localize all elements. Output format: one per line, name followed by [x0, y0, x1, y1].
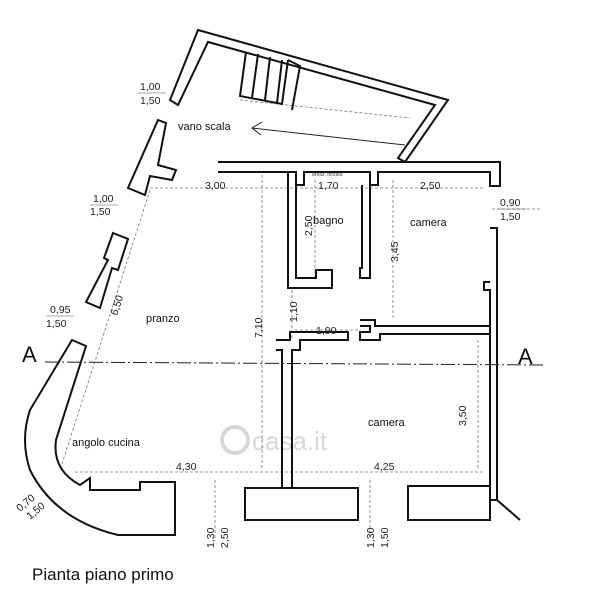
watermark: casa.it — [220, 425, 328, 456]
room-label-bathroom: bagno — [313, 215, 344, 227]
room-label-bedroom-bottom: camera — [368, 417, 406, 429]
watermark-text: casa.it — [252, 426, 328, 456]
opening-bottom-right-b: 1,50 — [379, 527, 391, 548]
dim-corridor-width: 1,90 — [316, 325, 337, 337]
opening-dining1-a: 1,00 — [93, 193, 114, 205]
opening-bottom-left-b: 2,50 — [219, 527, 231, 548]
opening-bedroom-a: 0,90 — [500, 197, 521, 209]
dim-corridor-depth: 1,10 — [288, 301, 300, 322]
opening-bedroom-b: 1,50 — [500, 211, 521, 223]
dim-bath-width: 1,70 — [318, 180, 339, 192]
section-mark-right: A — [518, 344, 533, 369]
opening-dining2-b: 1,50 — [46, 318, 67, 330]
dimension-lines — [59, 99, 540, 540]
opening-bottom-right-a: 1,30 — [365, 527, 377, 548]
watermark-logo-icon — [220, 425, 250, 455]
dim-dining-long: 7,10 — [253, 317, 265, 338]
small-note: areaz. forzata — [312, 172, 343, 178]
dim-bath-depth: 2,50 — [303, 215, 315, 236]
opening-dining2-a: 0,95 — [50, 304, 71, 316]
opening-dining1-b: 1,50 — [90, 206, 111, 218]
walls — [24, 28, 521, 536]
plan-title: Pianta piano primo — [32, 565, 174, 584]
dim-bedroom-bottom-depth: 3,50 — [457, 405, 469, 426]
opening-stair-b: 1,50 — [140, 95, 161, 107]
room-label-bedroom-top: camera — [410, 217, 448, 229]
dim-bedroom-bottom-width: 4,25 — [374, 461, 395, 473]
opening-bottom-left-a: 1,30 — [205, 527, 217, 548]
section-line — [44, 361, 546, 366]
section-mark-left: A — [22, 342, 37, 367]
stairs — [238, 51, 302, 111]
dim-kitchen-width: 4,30 — [176, 461, 197, 473]
room-label-kitchen: angolo cucina — [72, 437, 141, 449]
room-label-stairwell: vano scala — [178, 121, 231, 133]
dim-bedroom-top-width: 2,50 — [420, 180, 441, 192]
stair-direction-arrow-icon — [251, 121, 406, 146]
dim-bedroom-top-depth: 3,45 — [389, 241, 401, 262]
opening-labels: 1,00 1,50 1,00 1,50 0,95 1,50 0,70 1,50 … — [14, 81, 526, 548]
dim-dining-depth: 6,50 — [108, 294, 126, 317]
dim-dining-width: 3,00 — [205, 180, 226, 192]
room-label-dining: pranzo — [146, 313, 180, 325]
opening-stair-a: 1,00 — [140, 81, 161, 93]
